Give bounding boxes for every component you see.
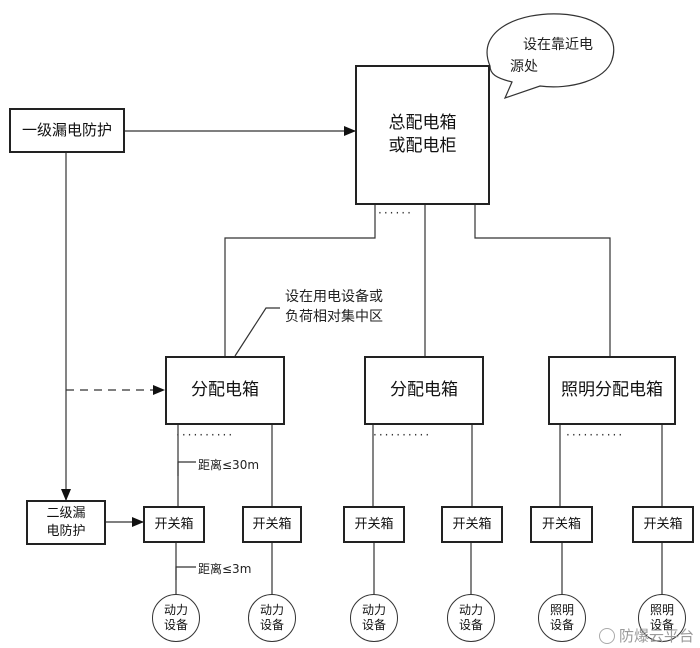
- device-label-line1: 动力: [259, 603, 284, 617]
- device-label-line1: 照明: [649, 603, 674, 617]
- switch-box-6: 开关箱: [632, 506, 694, 543]
- device-label-line2: 设备: [549, 618, 574, 632]
- dist1-ellipsis: ··········: [176, 428, 235, 442]
- device-4: 动力设备: [447, 594, 495, 642]
- bracket-30m: [177, 461, 196, 476]
- switch-box-label: 开关箱: [643, 516, 683, 532]
- distribution-box-2: 分配电箱: [364, 356, 484, 425]
- distance-30m-note: 距离≤30m: [198, 458, 260, 472]
- device-label-line1: 动力: [163, 603, 188, 617]
- secondary-protection-label-line1: 二级漏: [46, 505, 86, 521]
- distance-3m-note: 距离≤3m: [198, 562, 252, 576]
- branch-to-dist-1: [224, 205, 376, 356]
- bracket-3m: [175, 566, 196, 580]
- main-distribution-box: 总配电箱 或配电柜: [355, 65, 490, 205]
- secondary-protection-label-line2: 电防护: [46, 523, 86, 539]
- distribution-box-1: 分配电箱: [165, 356, 285, 425]
- watermark: 防爆云平台: [598, 625, 694, 646]
- lighting-distribution-box: 照明分配电箱: [548, 356, 676, 425]
- switch-box-4: 开关箱: [441, 506, 503, 543]
- callout-text-line1: 设在靠近电: [523, 37, 593, 53]
- device-6: 照明设备: [638, 594, 686, 642]
- device-3: 动力设备: [350, 594, 398, 642]
- main-box-label-line2: 或配电柜: [388, 136, 457, 156]
- primary-protection-label: 一级漏电防护: [21, 121, 112, 140]
- callout-pointer: [234, 307, 280, 357]
- speech-bubble: [486, 13, 615, 100]
- load-center-note-line1: 设在用电设备或: [285, 289, 383, 305]
- primary-leakage-protection: 一级漏电防护: [9, 108, 125, 153]
- device-label-line2: 设备: [361, 618, 386, 632]
- device-label-line1: 动力: [361, 603, 386, 617]
- switch-box-1: 开关箱: [143, 506, 205, 543]
- device-1: 动力设备: [152, 594, 200, 642]
- load-center-note-line2: 负荷相对集中区: [285, 309, 383, 325]
- device-label-line2: 设备: [163, 618, 188, 632]
- device-5: 照明设备: [538, 594, 586, 642]
- lighting-ellipsis: ··········: [566, 428, 625, 442]
- switch-box-3: 开关箱: [343, 506, 405, 543]
- switch-box-label: 开关箱: [541, 516, 581, 532]
- dist-box-2-label: 分配电箱: [390, 380, 458, 401]
- branch-to-lighting: [474, 205, 611, 356]
- switch-box-label: 开关箱: [452, 516, 492, 532]
- switch-box-5: 开关箱: [530, 506, 593, 543]
- device-2: 动力设备: [248, 594, 296, 642]
- lighting-dist-box-label: 照明分配电箱: [561, 380, 663, 401]
- dist2-ellipsis: ··········: [373, 428, 432, 442]
- device-label-line2: 设备: [649, 618, 674, 632]
- watermark-text: 防爆云平台: [618, 627, 694, 645]
- switch-box-label: 开关箱: [154, 516, 194, 532]
- secondary-leakage-protection: 二级漏 电防护: [26, 500, 106, 545]
- weibo-logo-icon: [598, 627, 615, 644]
- switch-box-2: 开关箱: [242, 506, 302, 543]
- switch-box-label: 开关箱: [354, 516, 394, 532]
- main-box-label-line1: 总配电箱: [388, 113, 457, 134]
- callout-text-line2: 源处: [510, 59, 538, 75]
- switch-box-label: 开关箱: [252, 516, 292, 532]
- device-label-line2: 设备: [259, 618, 284, 632]
- main-box-ellipsis: ······: [378, 206, 413, 220]
- device-label-line2: 设备: [458, 618, 483, 632]
- device-label-line1: 照明: [549, 603, 574, 617]
- dist-box-1-label: 分配电箱: [191, 380, 259, 401]
- device-label-line1: 动力: [458, 603, 483, 617]
